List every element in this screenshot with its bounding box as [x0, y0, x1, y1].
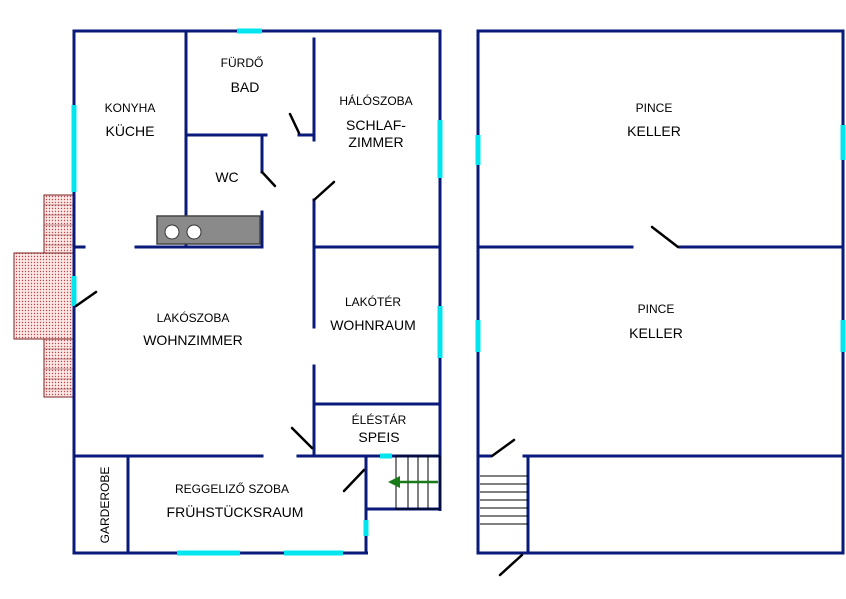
basement-doors — [490, 225, 680, 577]
cellar-upper-label-hu: PINCE — [636, 101, 673, 115]
terrace-platform — [13, 252, 75, 340]
kitchen-label-de: KÜCHE — [105, 122, 154, 139]
cellar-lower-label-de: KELLER — [629, 325, 683, 341]
living-room-label-hu: LAKÓSZOBA — [157, 310, 230, 325]
door-bathroom — [288, 112, 301, 135]
bedroom-label-de-line1: SCHLAF- — [346, 117, 406, 133]
terrace-lower-steps — [43, 338, 75, 398]
door-terrace — [74, 290, 98, 308]
living-space-label-de: WOHNRAUM — [330, 317, 416, 333]
kitchen-label-hu: KONYHA — [105, 101, 156, 115]
living-space-label-hu: LAKÓTÉR — [345, 294, 401, 309]
bathroom-label-hu: FÜRDŐ — [221, 55, 264, 70]
door-basement-exit — [498, 553, 524, 577]
cellar-upper-label-de: KELLER — [627, 123, 681, 139]
door-breakfast — [342, 468, 366, 493]
door-bedroom — [312, 180, 336, 202]
door-wc — [260, 170, 277, 188]
pantry-label-hu: ÉLÉSTÁR — [352, 412, 407, 427]
breakfast-room-label-de: FRÜHSTÜCKSRAUM — [167, 503, 304, 520]
bathroom-label-de: BAD — [231, 79, 260, 95]
door-basement-stairs — [490, 438, 516, 458]
terrace-upper-steps — [43, 194, 75, 254]
wc-label: WC — [215, 169, 238, 185]
living-room-label-de: WOHNZIMMER — [143, 332, 243, 348]
pantry-label-de: SPEIS — [358, 429, 399, 445]
terrace — [13, 194, 75, 398]
stove-icon — [156, 215, 261, 245]
wardrobe-label: GARDEROBE — [98, 467, 112, 544]
ground-floor-doors — [74, 112, 366, 493]
ground-floor-lower-edge-mask — [368, 511, 446, 557]
stair-direction-arrow-icon — [388, 476, 438, 488]
bedroom-label-hu: HÁLÓSZOBA — [339, 93, 412, 108]
breakfast-room-label-hu: REGGELIZŐ SZOBA — [175, 481, 289, 496]
basement-staircase — [480, 475, 528, 525]
basement-walls — [476, 29, 845, 555]
basement-windows — [475, 125, 846, 352]
door-cellar — [650, 225, 680, 249]
basement-outline — [476, 29, 845, 555]
bedroom-label-de-line2: ZIMMER — [348, 134, 403, 150]
ground-floor-windows — [71, 28, 443, 556]
door-pantry — [290, 426, 314, 450]
cellar-lower-label-hu: PINCE — [638, 302, 675, 316]
